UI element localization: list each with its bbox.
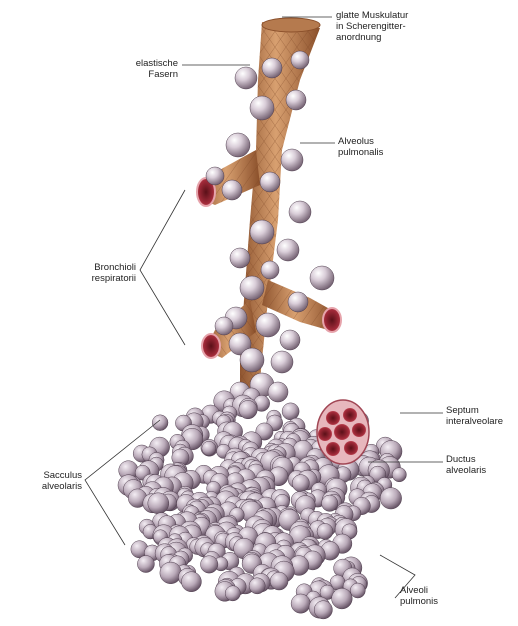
alveolus-sac-bubble [152, 415, 168, 431]
alveolus-bud [261, 261, 279, 279]
alveolus-sac-bubble [270, 572, 288, 590]
alveolus-sac-bubble [380, 488, 401, 509]
alveolus-bud [215, 317, 233, 335]
label-elastic-fibers: elastische Fasern [130, 58, 178, 80]
alveolus-sac-bubble [392, 468, 406, 482]
label-line: alveolaris [24, 481, 82, 492]
label-line: Bronchioli [62, 262, 136, 273]
label-line: Fasern [130, 69, 178, 80]
alveolus-sac-bubble [314, 601, 332, 619]
alveolus-bud [230, 248, 250, 268]
label-line: Sacculus [24, 470, 82, 481]
alveolus-sac-bubble [137, 556, 154, 573]
alveolus-bud [206, 167, 224, 185]
alveolus-bud [222, 180, 242, 200]
alveolus-bud [256, 313, 280, 337]
label-septum: Septum interalveolare [446, 405, 503, 427]
alveolus-sac-bubble [291, 594, 310, 613]
alveolus-bud [288, 292, 308, 312]
label-alveolus: Alveolus pulmonalis [338, 136, 383, 158]
alveolus-sac-bubble [249, 578, 265, 594]
label-line: alveolaris [446, 465, 486, 476]
label-line: pulmonalis [338, 147, 383, 158]
alveolus-bud [226, 133, 250, 157]
label-line: Ductus [446, 454, 486, 465]
alveolus-sac-bubble [181, 572, 201, 592]
label-line: anordnung [336, 32, 408, 43]
label-sacculus: Sacculus alveolaris [24, 470, 82, 492]
label-line: glatte Muskulatur [336, 10, 408, 21]
alveolus-bud [235, 67, 257, 89]
alveolus-sac-bubble [160, 562, 182, 584]
bronchiole-tree [197, 18, 341, 402]
alveolus-sac-bubble [332, 588, 353, 609]
septum-cut-surface [317, 400, 369, 464]
label-line: pulmonis [400, 596, 438, 607]
label-line: in Scherengitter- [336, 21, 408, 32]
alveolus-bud [268, 382, 288, 402]
alveolus-sac-bubble [282, 403, 299, 420]
alveolus-bud [262, 58, 282, 78]
alveolus-sac-bubble [317, 523, 333, 539]
label-bronchioles: Bronchioli respiratorii [62, 262, 136, 284]
label-line: interalveolare [446, 416, 503, 427]
alveolus-bud [250, 96, 274, 120]
alveolus-bud [260, 172, 280, 192]
label-smooth-muscle: glatte Muskulatur in Scherengitter- anor… [336, 10, 408, 43]
alveolus-bud [310, 266, 334, 290]
alveolus-bud [280, 330, 300, 350]
label-line: elastische [130, 58, 178, 69]
label-line: Alveolus [338, 136, 383, 147]
leader-bronchioles [140, 190, 185, 345]
alveolus-bud [240, 276, 264, 300]
label-line: Alveoli [400, 585, 438, 596]
label-ductus: Ductus alveolaris [446, 454, 486, 476]
alveolus-bud [289, 201, 311, 223]
alveolus-sac-bubble [322, 495, 338, 511]
alveolus-bud [281, 149, 303, 171]
label-alveoli: Alveoli pulmonis [400, 585, 438, 607]
alveolus-bud [277, 239, 299, 261]
alveolus-sac-bubble [350, 583, 365, 598]
label-line: respiratorii [62, 273, 136, 284]
alveolus-sac-bubble [239, 400, 257, 418]
alveolus-sac-bubble [201, 556, 218, 573]
alveolus-sac-bubble [202, 441, 216, 455]
alveolus-bud [286, 90, 306, 110]
alveolus-bud [250, 220, 274, 244]
alveolus-bud [271, 351, 293, 373]
alveolus-bud [291, 51, 309, 69]
alveolus-sac-bubble [292, 475, 309, 492]
alveolus-bud [240, 348, 264, 372]
label-line: Septum [446, 405, 503, 416]
alveolus-sac-bubble [148, 493, 169, 514]
alveolus-sac-bubble [225, 586, 240, 601]
